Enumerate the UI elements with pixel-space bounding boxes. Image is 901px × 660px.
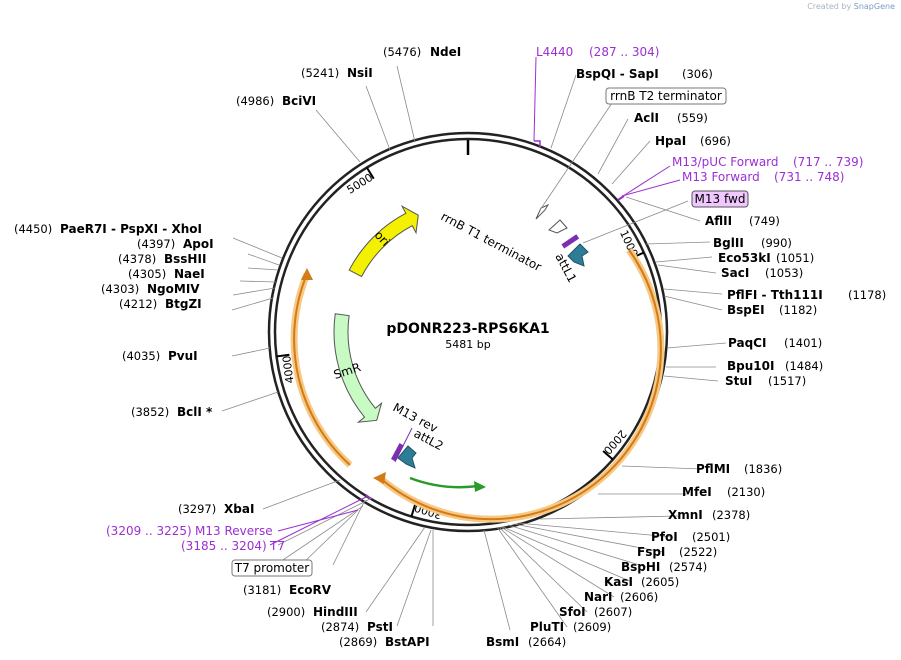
scale-tick-2000 xyxy=(602,450,614,461)
primer-leaders xyxy=(269,56,681,546)
attL2-marker xyxy=(391,443,404,462)
site-bcivi: (4986)BciVI xyxy=(236,94,316,108)
primer-m13-reverse: (3209 .. 3225)M13 Reverse xyxy=(106,524,273,538)
site-kasi: KasI(2605) xyxy=(604,575,679,589)
site-bsphi: BspHI(2574) xyxy=(621,560,707,574)
rrnB-T2-terminator-box: rrnB T2 terminator xyxy=(605,87,727,105)
site-naei: (4305)NaeI xyxy=(128,267,205,281)
snapgene-logo: SnapGene xyxy=(853,2,895,11)
scale-label-5000: 5000 xyxy=(345,171,376,197)
site-acli: AclI(559) xyxy=(634,111,708,125)
site-paer7i-pspxi-xhoi: (4450)PaeR7I - PspXI - XhoI xyxy=(14,222,202,236)
site-hindiii: (2900)HindIII xyxy=(267,605,358,619)
site-aflii: AflII(749) xyxy=(705,214,780,228)
orf-arrow-head xyxy=(474,481,486,492)
backbone-outer xyxy=(267,131,669,533)
scale-tick-5000 xyxy=(366,167,375,180)
primer-t7: (3185 .. 3204)T7 xyxy=(181,539,285,553)
snapgene-credit: Created by SnapGene xyxy=(807,2,895,11)
site-bpu10i: Bpu10I(1484) xyxy=(727,359,823,373)
svg-text:T7 promoter: T7 promoter xyxy=(234,561,310,575)
rrnB-T1-terminator-glyph xyxy=(535,203,568,234)
site-sfoi: SfoI(2607) xyxy=(559,605,632,619)
site-bsshii: (4378)BssHII xyxy=(118,252,206,266)
primer-labels: L4440(287 .. 304) M13/pUC Forward(717 ..… xyxy=(106,45,863,553)
site-bsmi: BsmI(2664) xyxy=(486,635,566,649)
m13-rev-leader xyxy=(394,427,413,463)
site-ngomiv: (4303)NgoMIV xyxy=(101,282,200,296)
insert-orf xyxy=(290,247,665,523)
site-labels: (5476)NdeI (5241)NsiI (4986)BciVI (4450)… xyxy=(14,45,886,649)
l4440-primer-mark xyxy=(534,140,541,147)
smr-feature xyxy=(333,313,383,423)
ori-feature xyxy=(348,204,419,278)
site-btgzi: (4212)BtgZI xyxy=(119,297,202,311)
orf-arrow xyxy=(409,476,479,489)
site-nari: NarI(2606) xyxy=(584,590,658,604)
attL1-arrow xyxy=(567,243,589,267)
site-eco53ki: Eco53kI(1051) xyxy=(718,251,814,265)
scale-tick-4000 xyxy=(276,353,290,358)
primer-l4440: L4440(287 .. 304) xyxy=(536,45,659,59)
site-pflfi-tth111i: PflFI - Tth111I(1178) xyxy=(727,288,886,302)
site-pfoi: PfoI(2501) xyxy=(651,530,730,544)
site-xbai: (3297)XbaI xyxy=(178,502,254,516)
primer-m13-puc-forward: M13/pUC Forward(717 .. 739) xyxy=(672,155,863,169)
attL2-arrow xyxy=(397,445,417,469)
site-ecorv: (3181)EcoRV xyxy=(243,583,332,597)
svg-text:M13 fwd: M13 fwd xyxy=(695,192,746,206)
site-pvui: (4035)PvuI xyxy=(122,349,198,363)
site-stui: StuI(1517) xyxy=(725,374,806,388)
svg-text:rrnB T2 terminator: rrnB T2 terminator xyxy=(610,89,722,103)
site-pflmi: PflMI(1836) xyxy=(696,462,782,476)
site-bspei: BspEI(1182) xyxy=(727,303,817,317)
site-hpai: HpaI(696) xyxy=(655,134,731,148)
site-apoi: (4397)ApoI xyxy=(137,237,214,251)
t7-promoter-box: T7 promoter xyxy=(231,559,313,577)
site-bspqi-sapi: BspQI - SapI(306) xyxy=(576,67,713,81)
site-fspi: FspI(2522) xyxy=(637,545,717,559)
site-psti: (2874)PstI xyxy=(321,620,393,634)
site-nsii: (5241)NsiI xyxy=(301,66,373,80)
plasmid-length: 5481 bp xyxy=(445,338,490,351)
site-paqci: PaqCI(1401) xyxy=(728,336,822,350)
scale-tick-3000 xyxy=(410,503,417,517)
site-bglii: BglII(990) xyxy=(713,236,792,250)
site-saci: SacI(1053) xyxy=(721,266,803,280)
site-bstapi: (2869)BstAPI xyxy=(339,635,430,649)
site-bcli: (3852)BclI * xyxy=(131,405,213,419)
leader-lines xyxy=(221,65,727,631)
plasmid-name: pDONR223-RPS6KA1 xyxy=(386,321,549,337)
attL1-marker xyxy=(561,234,580,249)
site-xmni: XmnI(2378) xyxy=(668,508,750,522)
primer-m13-forward: M13 Forward(731 .. 748) xyxy=(682,170,844,184)
site-pluti: PluTI(2609) xyxy=(530,620,611,634)
m13-fwd-box: M13 fwd xyxy=(691,190,749,208)
site-ndei: (5476)NdeI xyxy=(383,45,461,59)
t7-primer-mark xyxy=(365,494,372,500)
site-mfei: MfeI(2130) xyxy=(682,485,765,499)
rrnB-T1-terminator-label: rrnB T1 terminator xyxy=(439,209,544,274)
